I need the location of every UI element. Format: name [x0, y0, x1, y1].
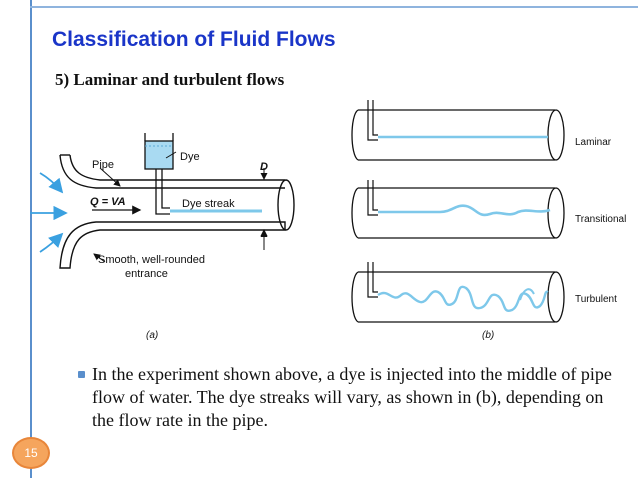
figure-a: Pipe Dye D Q = VA Dye streak Smooth, wel… — [30, 133, 295, 341]
pipe-upper-wall-inner — [69, 154, 285, 181]
dye-injector-tube — [155, 169, 170, 215]
pipe-upper-wall-outer — [59, 154, 285, 189]
flow-figure: Pipe Dye D Q = VA Dye streak Smooth, wel… — [30, 100, 626, 341]
label-dye: Dye — [180, 151, 200, 163]
pipe-turbulent — [351, 262, 565, 323]
bullet-text: In the experiment shown above, a dye is … — [92, 364, 612, 430]
label-entrance-1: Smooth, well-rounded — [98, 254, 205, 266]
pipe-transitional — [351, 180, 565, 239]
pipe-laminar — [351, 100, 565, 161]
bullet-marker — [78, 371, 85, 378]
label-diameter: D — [260, 161, 268, 173]
pipe-lower-wall-inner — [59, 221, 286, 269]
caption-a: (a) — [146, 330, 158, 341]
page-number-badge: 15 — [12, 437, 50, 469]
label-entrance-2: entrance — [125, 268, 168, 280]
figure-b: Laminar Transitional Turbulent (b) — [351, 100, 626, 341]
slide-subtitle: 5) Laminar and turbulent flows — [55, 70, 285, 89]
dye-reservoir — [144, 140, 174, 170]
label-transitional: Transitional — [575, 214, 626, 225]
inflow-arrow-top — [39, 172, 64, 194]
label-laminar: Laminar — [575, 137, 612, 148]
label-flow-rate: Q = VA — [90, 196, 126, 208]
bullet-point: In the experiment shown above, a dye is … — [78, 363, 618, 432]
slide-top-line — [30, 6, 638, 8]
caption-b: (b) — [482, 330, 494, 341]
inflow-arrow-bottom — [39, 232, 64, 253]
label-pipe: Pipe — [92, 159, 114, 171]
slide-title: Classification of Fluid Flows — [52, 28, 336, 51]
label-dye-streak: Dye streak — [182, 198, 235, 210]
label-turbulent: Turbulent — [575, 294, 617, 305]
pipe-end — [277, 179, 295, 231]
dye-streak-turbulent — [377, 285, 549, 312]
slide-frame-line — [30, 0, 32, 478]
dye-streak-transitional — [378, 204, 551, 217]
